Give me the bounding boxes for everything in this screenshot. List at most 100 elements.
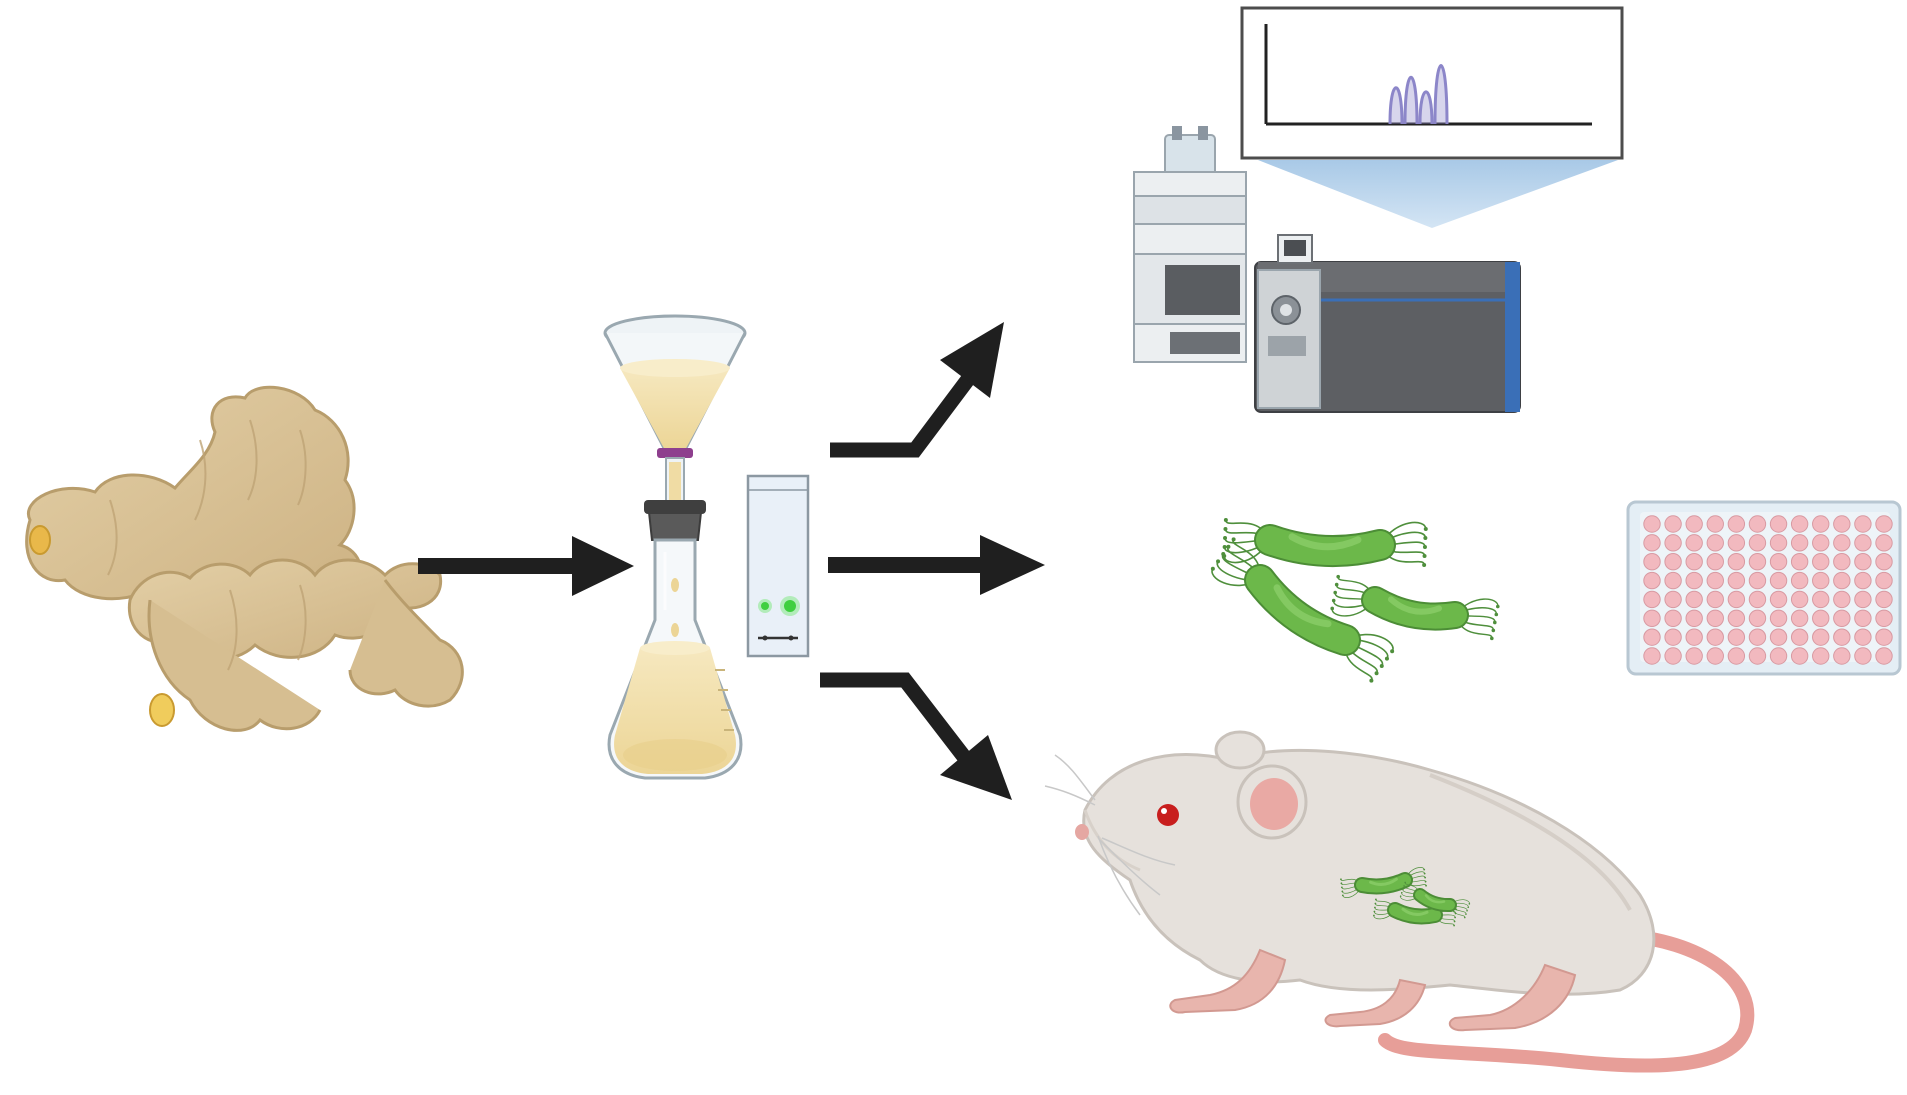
well	[1706, 590, 1724, 609]
well	[1685, 590, 1703, 609]
well	[1664, 515, 1682, 533]
96-well-plate-icon	[1626, 500, 1902, 676]
well	[1685, 628, 1703, 646]
lc-ms-instrument-icon	[1133, 6, 1624, 413]
chromatogram-peak	[1433, 64, 1449, 125]
well	[1685, 553, 1703, 571]
well	[1748, 647, 1767, 665]
well	[1769, 515, 1788, 533]
well	[1727, 571, 1746, 590]
well	[1748, 515, 1767, 533]
well	[1790, 647, 1809, 665]
well	[1685, 647, 1703, 665]
infected-mouse-icon	[1044, 730, 1755, 1073]
well	[1727, 553, 1746, 571]
well	[1706, 628, 1724, 646]
well	[1812, 647, 1830, 665]
ginger-root-icon	[25, 385, 464, 732]
arrow-to-mouse-model	[820, 672, 1012, 800]
bacterium	[1373, 898, 1457, 927]
well	[1790, 553, 1809, 571]
well	[1664, 647, 1682, 665]
well	[1706, 515, 1724, 533]
well	[1812, 553, 1830, 571]
bacterium	[1330, 574, 1500, 641]
well	[1685, 609, 1703, 627]
well	[1748, 628, 1767, 646]
well	[1812, 571, 1830, 590]
well	[1727, 534, 1746, 552]
well	[1812, 609, 1830, 627]
well	[1769, 590, 1788, 609]
well	[1748, 609, 1767, 627]
well	[1833, 571, 1851, 590]
well	[1748, 590, 1767, 609]
well	[1812, 534, 1830, 552]
well	[1790, 628, 1809, 646]
well	[1790, 571, 1809, 590]
well	[1854, 534, 1872, 552]
well	[1875, 553, 1893, 571]
well	[1727, 609, 1746, 627]
well	[1790, 534, 1809, 552]
well	[1833, 590, 1851, 609]
bacterium	[1340, 867, 1427, 898]
well	[1664, 553, 1682, 571]
well	[1643, 553, 1661, 571]
well	[1875, 515, 1893, 533]
chromatogram-box	[1240, 6, 1624, 160]
well	[1833, 609, 1851, 627]
well	[1706, 534, 1724, 552]
arrow-to-bacteria-assay	[828, 535, 1045, 595]
hplc-stack	[1133, 126, 1247, 363]
well	[1643, 609, 1661, 627]
tlc-plate-icon	[746, 474, 810, 658]
well	[1727, 590, 1746, 609]
well	[1875, 590, 1893, 609]
well	[1854, 609, 1872, 627]
well	[1664, 534, 1682, 552]
funnel-flask-filtration-icon	[603, 314, 747, 780]
well	[1854, 590, 1872, 609]
well	[1727, 515, 1746, 533]
well	[1833, 628, 1851, 646]
well	[1685, 571, 1703, 590]
well	[1812, 515, 1830, 533]
well	[1812, 590, 1830, 609]
well	[1833, 647, 1851, 665]
well	[1854, 628, 1872, 646]
well	[1643, 647, 1661, 665]
well	[1664, 609, 1682, 627]
well	[1706, 571, 1724, 590]
well	[1833, 553, 1851, 571]
well	[1833, 534, 1851, 552]
bacterium	[1210, 537, 1395, 683]
well	[1706, 553, 1724, 571]
well	[1748, 553, 1767, 571]
arrow-ginger-to-extraction	[418, 536, 634, 596]
well	[1769, 628, 1788, 646]
well-grid	[1643, 515, 1893, 665]
well	[1812, 628, 1830, 646]
bacterium	[1222, 517, 1428, 568]
well	[1748, 534, 1767, 552]
stomach-bacteria-icon	[1340, 867, 1471, 927]
well	[1769, 571, 1788, 590]
helicobacter-bacteria-icon	[1210, 517, 1500, 683]
well	[1748, 571, 1767, 590]
well	[1875, 647, 1893, 665]
chromatogram-peaks	[1388, 64, 1449, 125]
chromatogram-peak	[1418, 90, 1434, 125]
well	[1706, 609, 1724, 627]
bacterium	[1399, 881, 1471, 919]
well	[1769, 647, 1788, 665]
arrow-to-lcms	[830, 322, 1004, 458]
well	[1664, 571, 1682, 590]
well	[1706, 647, 1724, 665]
well	[1875, 609, 1893, 627]
well	[1643, 628, 1661, 646]
well	[1790, 515, 1809, 533]
well	[1769, 609, 1788, 627]
